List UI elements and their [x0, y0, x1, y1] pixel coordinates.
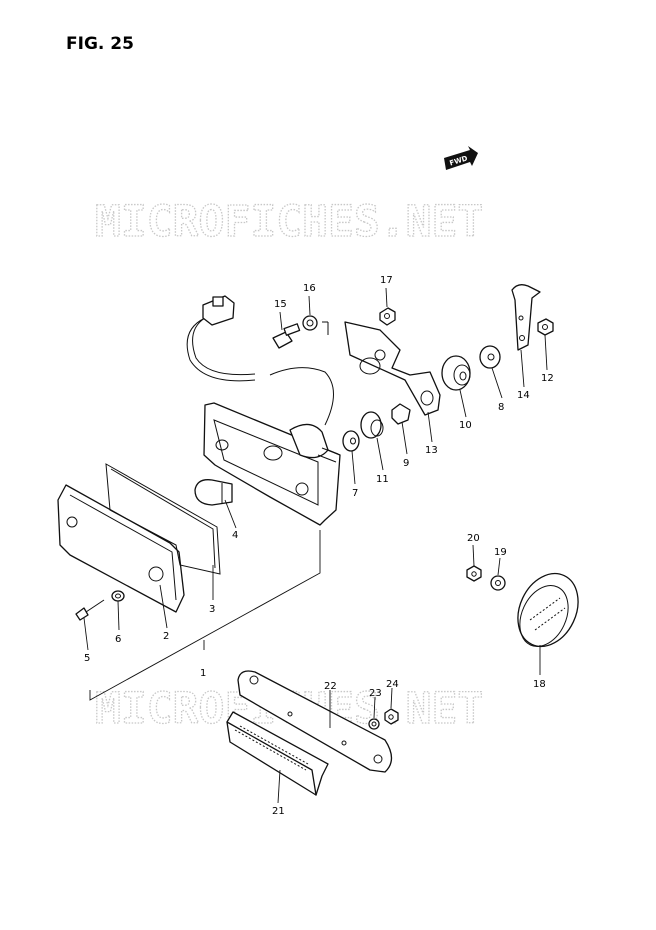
callout-24: 24	[386, 679, 399, 690]
leader-lines	[83, 287, 548, 804]
callout-6: 6	[115, 634, 121, 645]
callout-23: 23	[369, 688, 382, 699]
callout-14: 14	[517, 390, 530, 401]
callout-20: 20	[467, 533, 480, 544]
round-reflector	[517, 572, 579, 648]
callout-10: 10	[459, 420, 472, 431]
reflector-washer	[490, 575, 506, 591]
callout-17: 17	[380, 275, 393, 286]
mount-nut	[379, 307, 396, 326]
callout-9: 9	[403, 458, 409, 469]
callout-labels: 1 2 3 4 5 6 7 8 9 10 11 12 13 14 15 16 1…	[84, 275, 554, 817]
assembly-bracket	[89, 530, 321, 701]
lens-screw	[75, 599, 105, 621]
small-washer	[342, 430, 360, 452]
reflector-stay	[237, 670, 393, 773]
lens-washer	[111, 590, 125, 602]
lamp-lens	[57, 484, 185, 613]
callout-3: 3	[209, 604, 215, 615]
forward-arrow-icon: FWD	[444, 146, 478, 170]
stay-plate	[511, 284, 541, 351]
callout-18: 18	[533, 679, 546, 690]
rectangular-reflector	[226, 711, 329, 796]
callout-22: 22	[324, 681, 337, 692]
wire-harness	[186, 295, 334, 426]
callout-13: 13	[425, 445, 438, 456]
callout-4: 4	[232, 530, 238, 541]
rubber-grommet	[441, 355, 471, 391]
watermark-top: MICROFICHES.NET	[95, 197, 483, 247]
callout-12: 12	[541, 373, 554, 384]
callout-15: 15	[274, 299, 287, 310]
reflector-nut	[466, 565, 482, 582]
callout-1: 1	[200, 668, 206, 679]
small-grommet	[360, 411, 384, 439]
callout-5: 5	[84, 653, 90, 664]
callout-21: 21	[272, 806, 285, 817]
stay-washer	[368, 718, 380, 730]
lamp-bulb	[194, 479, 233, 506]
lamp-housing	[203, 402, 341, 526]
callout-8: 8	[498, 402, 504, 413]
mount-bolt	[272, 323, 301, 349]
stay-nut	[537, 318, 554, 336]
stay-nut-small	[384, 708, 399, 725]
callout-2: 2	[163, 631, 169, 642]
spacer-collar	[391, 403, 411, 425]
callout-11: 11	[376, 474, 389, 485]
mount-washer	[302, 315, 318, 331]
callout-7: 7	[352, 488, 358, 499]
lamp-bracket	[322, 321, 441, 416]
large-washer	[479, 345, 501, 369]
figure-title: FIG. 25	[66, 34, 134, 54]
callout-19: 19	[494, 547, 507, 558]
lens-gasket	[105, 463, 221, 575]
callout-16: 16	[303, 283, 316, 294]
